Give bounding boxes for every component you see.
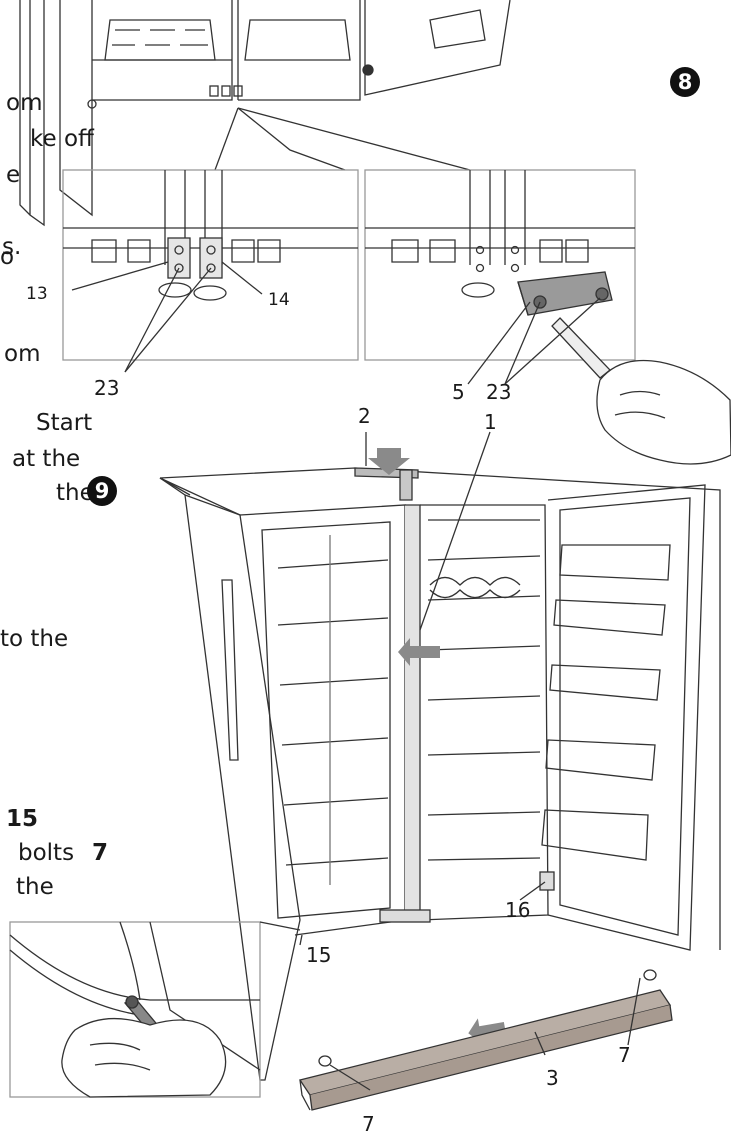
text-fragment-o: o (0, 244, 15, 270)
text-fragment-the: the (56, 480, 94, 506)
text-fragment-bolt-7: 7 (92, 840, 109, 866)
step-8-badge: 8 (670, 67, 700, 97)
step-9-badge: 9 (87, 476, 117, 506)
callout-2: 2 (358, 404, 371, 428)
callout-7-bottom: 7 (362, 1112, 375, 1136)
text-fragment-e: e (6, 162, 21, 188)
callout-7-right: 7 (618, 1043, 631, 1067)
text-fragment-start: Start (36, 410, 93, 436)
text-fragment-to-the: to the (0, 626, 69, 652)
inset-hinge-removed (62, 169, 359, 373)
callout-16: 16 (505, 898, 531, 922)
text-fragment-om-2: om (4, 341, 41, 367)
text-fragment-s: s. (2, 234, 22, 260)
text-fragment-bolts: bolts (18, 840, 75, 866)
callout-13: 13 (26, 284, 48, 304)
text-fragment-at-the: at the (12, 446, 81, 472)
text-fragment-15: 15 (6, 806, 39, 832)
arrows (368, 448, 506, 1045)
callout-23-right: 23 (486, 380, 512, 404)
callout-14: 14 (268, 290, 290, 310)
text-fragment-ke-off: ke off (30, 126, 94, 152)
inset-plinth-hand (9, 921, 301, 1098)
appliance-bottom-view (19, 0, 511, 227)
inset-hinge-attached (364, 169, 731, 465)
text-fragment-the-2: the (16, 874, 54, 900)
text-fragment-om: om (6, 90, 43, 116)
callout-5: 5 (452, 380, 465, 404)
callout-1: 1 (484, 410, 497, 434)
plinth (298, 969, 673, 1111)
callout-15: 15 (306, 943, 332, 967)
callout-3: 3 (546, 1066, 559, 1090)
side-by-side-refrigerator (159, 431, 721, 1081)
callout-23-left: 23 (94, 376, 120, 400)
